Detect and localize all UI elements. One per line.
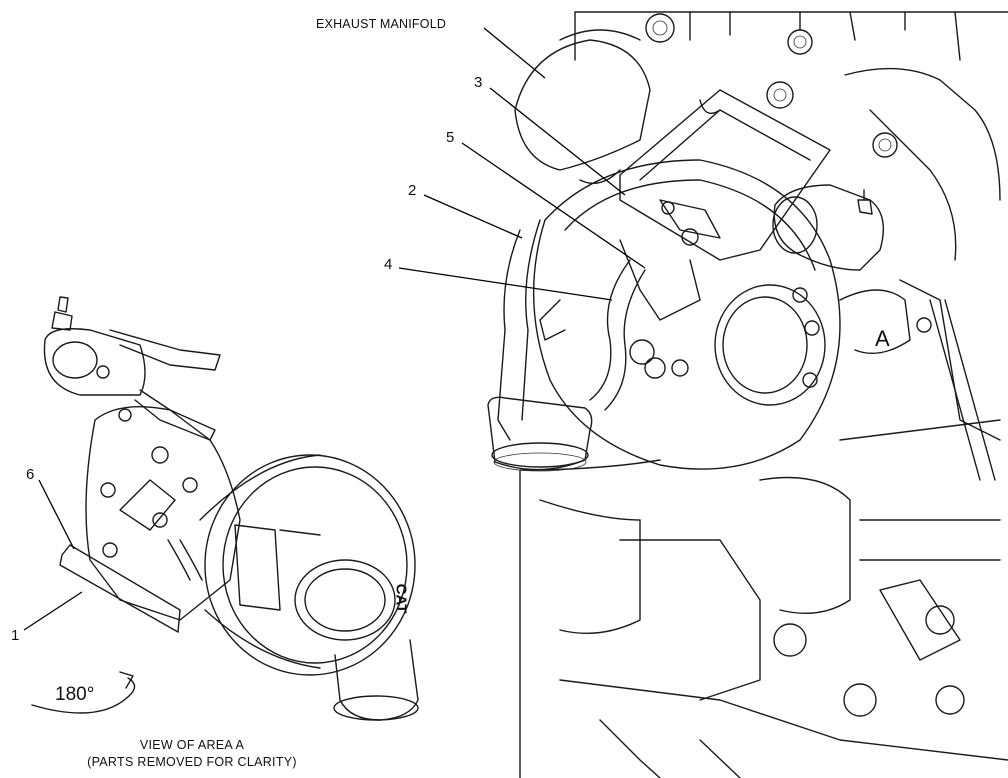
exhaust-manifold-shape: [514, 29, 651, 184]
detail-view-turbo: [43, 296, 419, 721]
callout-3: 3: [474, 74, 483, 91]
area-a-marker: A: [875, 326, 890, 351]
rotation-arrow-icon: [31, 671, 136, 714]
callout-6: 6: [26, 466, 35, 483]
caption-view-of-area: VIEW OF AREA A: [139, 738, 245, 752]
caption-parts-removed: (PARTS REMOVED FOR CLARITY): [87, 755, 297, 769]
callout-2: 2: [408, 182, 417, 199]
exhaust-manifold-label: EXHAUST MANIFOLD: [316, 17, 447, 31]
turbocharger-assembly: [487, 89, 932, 472]
callout-1: 1: [11, 627, 20, 644]
rotation-label: 180°: [55, 684, 95, 705]
callout-5: 5: [446, 129, 455, 146]
leader-lines-right: [398, 27, 646, 301]
cat-stamp: CAT: [392, 583, 410, 614]
engine-block: [519, 11, 1008, 778]
leader-lines-left: [23, 479, 83, 631]
callout-4: 4: [384, 256, 393, 273]
